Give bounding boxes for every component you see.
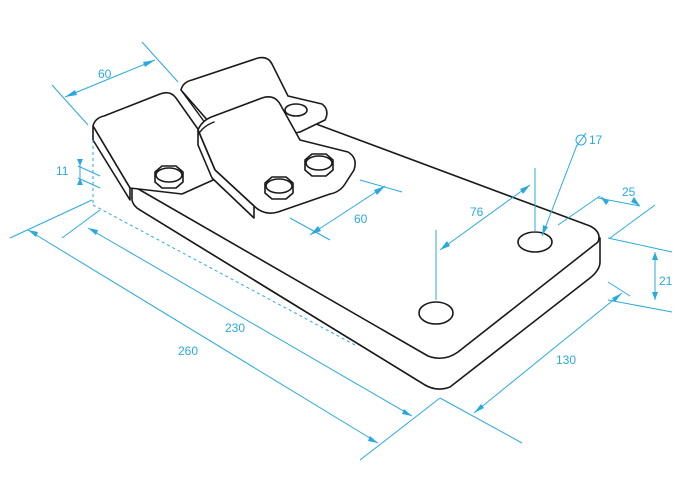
diameter-slash xyxy=(575,132,587,148)
mounting-holes xyxy=(418,231,553,325)
dim-label-hole-diameter: 17 xyxy=(575,132,603,148)
left-clamp xyxy=(92,91,223,201)
dim-label-overall-length: 260 xyxy=(178,344,198,358)
bolt-back xyxy=(284,103,308,117)
bolt-front-right xyxy=(304,153,334,177)
dim-label-plate-thickness: 11 xyxy=(56,164,69,178)
bolt-front-left xyxy=(264,176,294,200)
dim-label-edge-offset: 25 xyxy=(622,185,636,199)
hole-far xyxy=(517,231,553,253)
dim-label-clamp-length: 60 xyxy=(354,212,368,226)
dim-label-hole-diameter-value: 17 xyxy=(589,133,603,147)
bolts xyxy=(154,103,334,200)
dim-label-inner-length: 230 xyxy=(225,321,245,335)
dimension-labels: 60 11 60 76 17 25 21 130 230 260 xyxy=(56,67,673,367)
dim-label-base-width: 130 xyxy=(556,353,576,367)
diameter-symbol-icon xyxy=(575,134,587,146)
dim-label-base-thickness: 21 xyxy=(659,274,673,288)
dimension-lines xyxy=(9,41,673,461)
dim-label-top-width: 60 xyxy=(98,67,112,81)
front-clamp xyxy=(197,96,356,219)
dim-label-slot-offset: 76 xyxy=(470,205,484,219)
bolt-left xyxy=(154,165,184,189)
hole-near xyxy=(418,301,454,325)
